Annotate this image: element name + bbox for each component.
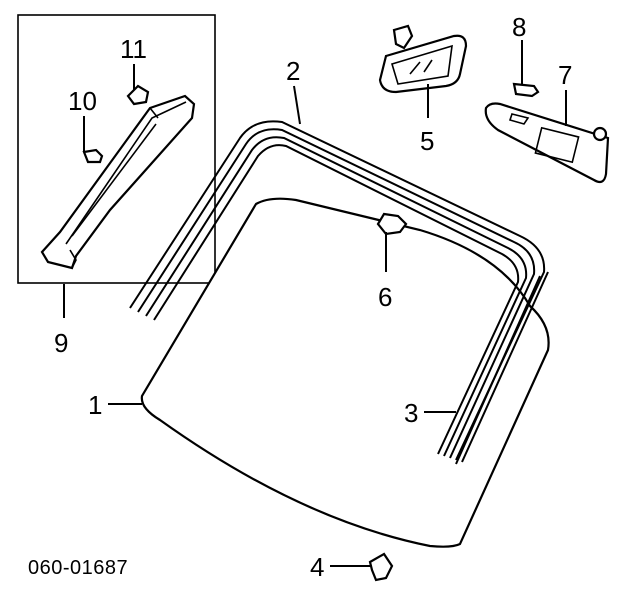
callout-1: 1 bbox=[88, 390, 102, 420]
callout-3: 3 bbox=[404, 398, 418, 428]
visor-clip bbox=[512, 82, 540, 98]
callout-9: 9 bbox=[54, 328, 68, 358]
diagram-code: 060-01687 bbox=[28, 557, 128, 579]
callout-11: 11 bbox=[120, 34, 147, 64]
clip-10 bbox=[82, 148, 104, 164]
leader-lines bbox=[63, 40, 567, 567]
callout-5: 5 bbox=[420, 126, 434, 156]
rear-view-mirror bbox=[378, 24, 468, 94]
windshield-glass bbox=[140, 197, 550, 548]
side-molding bbox=[455, 271, 549, 465]
callout-10: 10 bbox=[68, 86, 97, 116]
sun-visor bbox=[484, 102, 610, 184]
callout-2: 2 bbox=[286, 56, 300, 86]
callout-7: 7 bbox=[558, 60, 572, 90]
inset-box bbox=[17, 14, 216, 284]
mirror-bracket bbox=[376, 212, 408, 236]
upper-molding bbox=[129, 120, 546, 461]
callout-4: 4 bbox=[310, 552, 324, 582]
callout-8: 8 bbox=[512, 12, 526, 42]
callout-6: 6 bbox=[378, 282, 392, 312]
clip-4 bbox=[368, 552, 394, 582]
pillar-garnish bbox=[40, 94, 196, 270]
cap-11 bbox=[126, 84, 150, 106]
